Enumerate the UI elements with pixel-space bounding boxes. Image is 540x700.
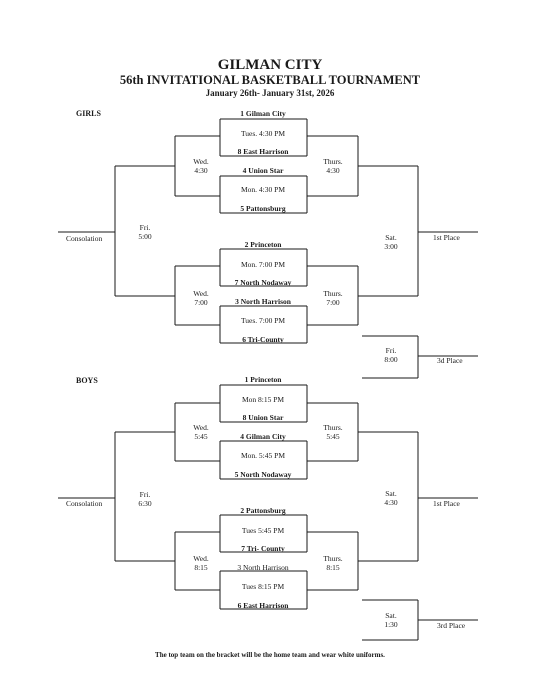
girls-team-3: 3 North Harrison	[235, 297, 291, 306]
boys-thurs-top: Thurs.5:45	[323, 423, 343, 442]
girls-game-4: Tues. 7:00 PM	[240, 316, 286, 325]
girls-consolation-label: Consolation	[66, 234, 103, 243]
boys-consolation-label: Consolation	[66, 499, 103, 508]
boys-team-2: 2 Pattonsburg	[240, 506, 286, 515]
boys-third-place-label: 3rd Place	[437, 621, 466, 630]
girls-thurs-bottom: Thurs.7:00	[323, 289, 343, 308]
boys-team-8: 8 Union Star	[242, 413, 284, 422]
page-title: GILMAN CITY	[217, 57, 323, 73]
boys-wed-top: Wed.5:45	[193, 423, 209, 442]
girls-team-4: 4 Union Star	[242, 166, 284, 175]
girls-team-7: 7 North Nodaway	[234, 278, 292, 287]
boys-team-3: 3 North Harrison	[237, 563, 289, 572]
tournament-dates: January 26th- January 31st, 2026	[205, 88, 335, 98]
boys-team-4: 4 Gilman City	[240, 432, 286, 441]
boys-wed-bottom: Wed.8:15	[193, 554, 209, 573]
boys-game-2: Mon. 5:45 PM	[241, 451, 285, 460]
girls-third-place-label: 3d Place	[437, 356, 463, 365]
boys-section-label: BOYS	[76, 376, 98, 385]
boys-thurs-bottom: Thurs.8:15	[323, 554, 343, 573]
girls-game-1: Tues. 4:30 PM	[240, 129, 286, 138]
girls-team-6: 6 Tri-County	[242, 335, 284, 344]
girls-section-label: GIRLS	[76, 109, 101, 118]
boys-sat-third: Sat.1:30	[384, 611, 398, 630]
girls-team-2: 2 Princeton	[244, 240, 282, 249]
girls-thurs-top: Thurs.4:30	[323, 157, 343, 176]
girls-first-place-label: 1st Place	[433, 233, 460, 242]
girls-team-5: 5 Pattonsburg	[240, 204, 286, 213]
boys-team-5: 5 North Nodaway	[234, 470, 292, 479]
girls-team-8: 8 East Harrison	[237, 147, 289, 156]
girls-fri-third: Fri.8:00	[384, 346, 398, 365]
girls-game-2: Mon. 4:30 PM	[241, 185, 285, 194]
boys-game-4: Tues 8:15 PM	[241, 582, 285, 591]
girls-fri-consolation: Fri.5:00	[138, 223, 152, 242]
footer-note: The top team on the bracket will be the …	[155, 651, 385, 659]
tournament-name: 56th INVITATIONAL BASKETBALL TOURNAMENT	[119, 73, 421, 87]
boys-sat-final: Sat.4:30	[384, 489, 398, 508]
boys-team-6: 6 East Harrison	[237, 601, 289, 610]
girls-sat-final: Sat.3:00	[384, 233, 398, 252]
girls-wed-bottom: Wed.7:00	[193, 289, 209, 308]
boys-game-1: Mon 8:15 PM	[241, 395, 285, 404]
boys-first-place-label: 1st Place	[433, 499, 460, 508]
boys-team-7: 7 Tri- County	[241, 544, 285, 553]
girls-game-3: Mon. 7:00 PM	[241, 260, 285, 269]
girls-wed-top: Wed.4:30	[193, 157, 209, 176]
boys-game-3: Tues 5:45 PM	[241, 526, 285, 535]
girls-team-1: 1 Gilman City	[240, 109, 286, 118]
boys-fri-consolation: Fri.6:30	[138, 490, 152, 509]
boys-team-1: 1 Princeton	[244, 375, 282, 384]
